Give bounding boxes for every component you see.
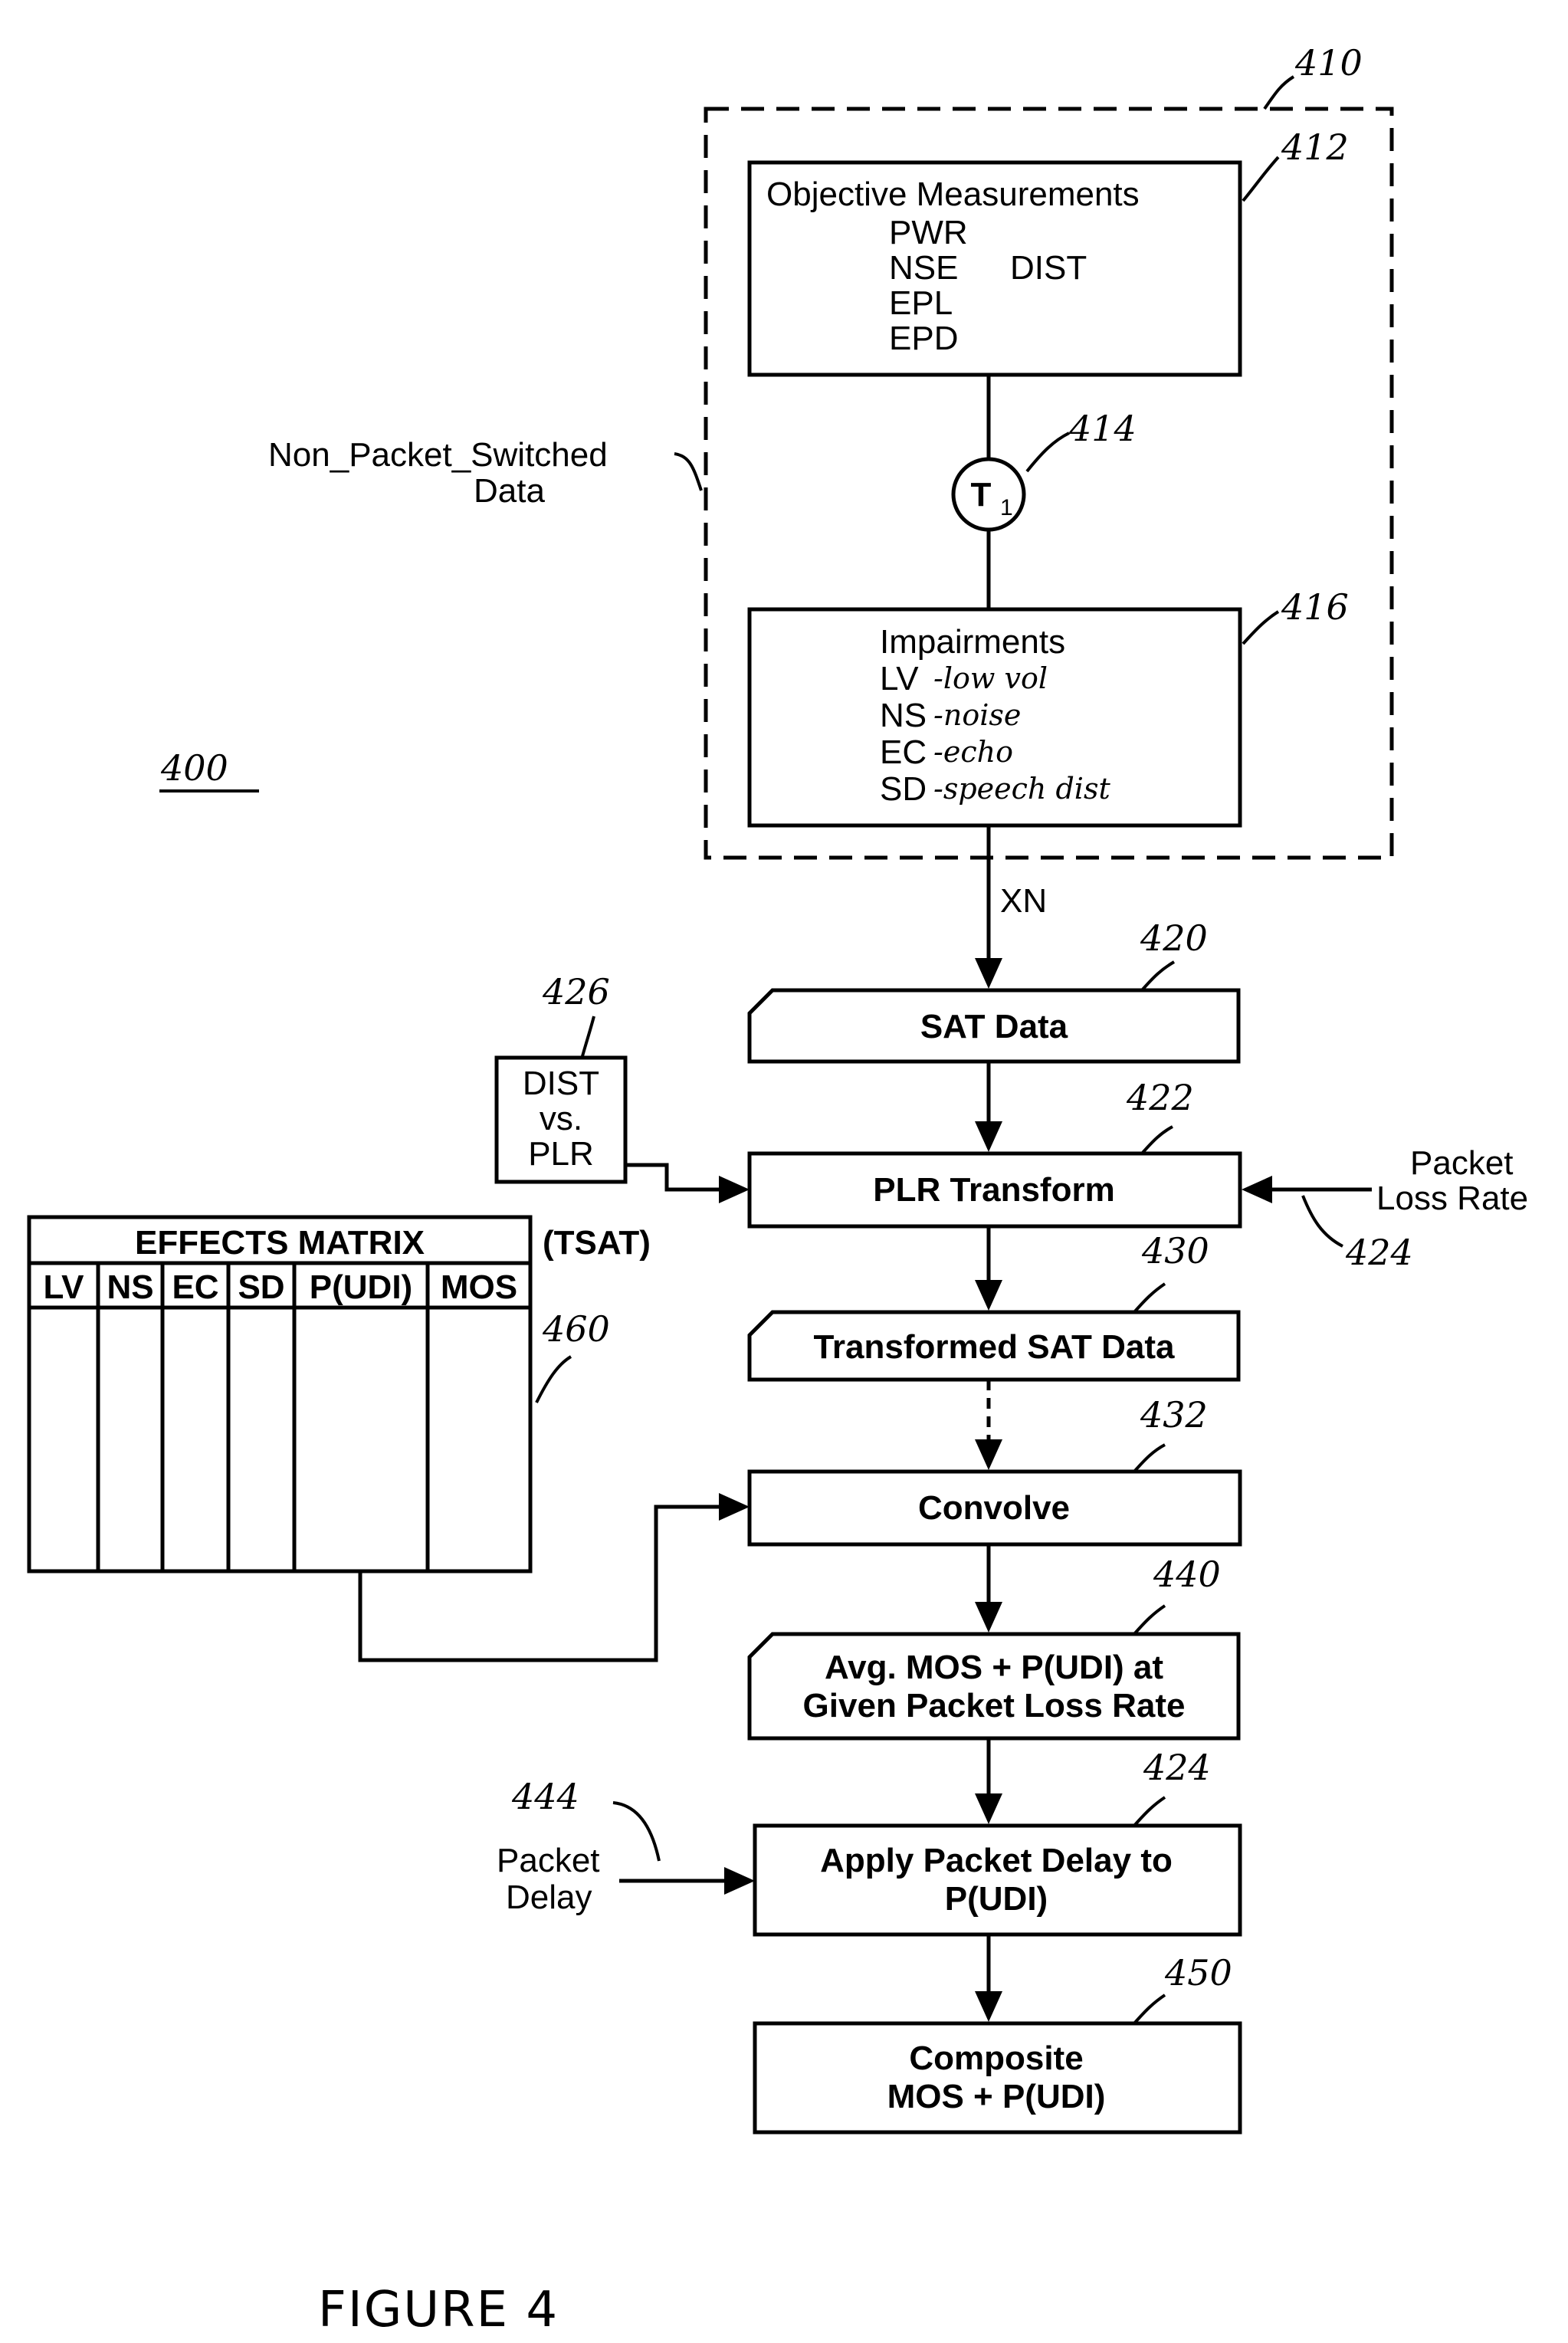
objective-measurements-title: Objective Measurements [766,176,1140,213]
non-packet-switched-label-line1: Non_Packet_Switched [268,436,608,474]
avg-mos-line2: Given Packet Loss Rate [803,1687,1186,1724]
ref-leader-450 [1134,1995,1165,2023]
arrowhead-430 [975,1280,1002,1311]
ref-444: 444 [511,1776,579,1817]
measurement-nse: NSE [889,249,958,287]
avg-mos-line1: Avg. MOS + P(UDI) at [825,1649,1163,1686]
arrowhead-450 [975,1991,1002,2022]
ref-leader-424-apply [1134,1797,1165,1826]
effects-matrix-col-ns: NS [107,1268,153,1306]
impairment-ns-note: -noise [933,698,1021,732]
composite-line1: Composite [909,2039,1083,2077]
ref-412: 412 [1281,126,1349,168]
impairment-ec-note: -echo [933,735,1013,769]
figure-caption: FIGURE 4 [318,2282,559,2338]
effects-matrix-col-ec: EC [172,1268,218,1306]
measurement-epl: EPL [889,284,953,322]
ref-leader-444 [613,1803,659,1861]
ref-leader-424-plr [1303,1196,1343,1246]
arrowhead-460-432 [719,1493,750,1521]
ref-leader-440 [1134,1606,1165,1634]
packet-loss-rate-line1: Packet [1410,1144,1514,1182]
ref-leader-422 [1142,1127,1173,1153]
ref-leader-432 [1134,1445,1165,1472]
ref-420: 420 [1140,917,1208,959]
ref-422: 422 [1126,1077,1194,1118]
ref-leader-430 [1134,1284,1165,1312]
arrowhead-422 [975,1121,1002,1152]
connector-426-422 [625,1165,720,1190]
ref-430: 430 [1141,1230,1209,1272]
arrowhead-426-422 [719,1176,750,1203]
effects-matrix-col-mos: MOS [441,1268,517,1306]
transformed-sat-data-label: Transformed SAT Data [813,1328,1175,1366]
plr-transform-label: PLR Transform [873,1171,1114,1209]
t1-label: T [971,476,992,514]
impairment-ec-code: EC [880,733,927,771]
arrowhead-packet-delay [724,1867,755,1895]
ref-424-plr: 424 [1345,1232,1413,1273]
effects-matrix-col-lv: LV [44,1268,85,1306]
xn-label: XN [1000,882,1047,920]
dist-vs-plr-line1: DIST [523,1065,599,1102]
non-packet-switched-label-line2: Data [474,472,545,510]
sat-data-label: SAT Data [920,1008,1068,1045]
convolve-label: Convolve [918,1489,1070,1527]
composite-line2: MOS + P(UDI) [887,2078,1106,2115]
impairments-title: Impairments [880,623,1065,661]
effects-matrix-title: EFFECTS MATRIX [135,1224,425,1262]
ref-416: 416 [1281,586,1349,628]
t1-subscript: 1 [1000,495,1013,520]
ref-leader-460 [536,1357,571,1403]
packet-delay-line1: Packet [497,1842,600,1879]
impairment-sd-code: SD [880,770,927,808]
ref-426: 426 [542,971,610,1012]
ref-410: 410 [1294,42,1363,84]
ref-leader-426 [582,1016,594,1056]
impairment-sd-note: -speech dist [933,772,1110,806]
arrowhead-plr-input [1242,1176,1272,1203]
packet-loss-rate-line2: Loss Rate [1376,1180,1528,1217]
ref-414: 414 [1068,408,1137,449]
impairment-ns-code: NS [880,697,927,734]
measurement-pwr: PWR [889,214,968,251]
ref-leader-414 [1027,433,1069,471]
ref-460: 460 [542,1308,610,1350]
measurement-dist: DIST [1010,249,1087,287]
arrowhead-apply [975,1793,1002,1824]
arrowhead-420 [975,958,1002,989]
dist-vs-plr-line3: PLR [528,1135,594,1173]
ref-leader-410 [1265,77,1294,109]
ref-450: 450 [1164,1952,1232,1994]
apply-packet-delay-line2: P(UDI) [945,1880,1048,1918]
dist-vs-plr-line2: vs. [540,1100,582,1137]
ref-440: 440 [1153,1554,1221,1595]
ref-432: 432 [1140,1394,1208,1436]
impairment-lv-note: -low vol [933,661,1048,695]
measurement-epd: EPD [889,320,958,357]
arrowhead-432 [975,1439,1002,1470]
ref-424-apply: 424 [1143,1747,1211,1788]
arrowhead-440 [975,1602,1002,1633]
side-label-leader [674,454,701,491]
figure-reference-400: 400 [160,747,228,789]
ref-leader-420 [1142,962,1174,990]
impairment-lv-code: LV [880,660,919,697]
effects-matrix-tag: (TSAT) [543,1224,651,1262]
effects-matrix-col-sd: SD [238,1268,284,1306]
apply-packet-delay-line1: Apply Packet Delay to [820,1842,1173,1879]
ref-leader-416 [1243,612,1278,644]
ref-leader-412 [1243,157,1278,201]
packet-delay-line2: Delay [506,1879,592,1916]
effects-matrix-col-pudi: P(UDI) [310,1268,412,1306]
